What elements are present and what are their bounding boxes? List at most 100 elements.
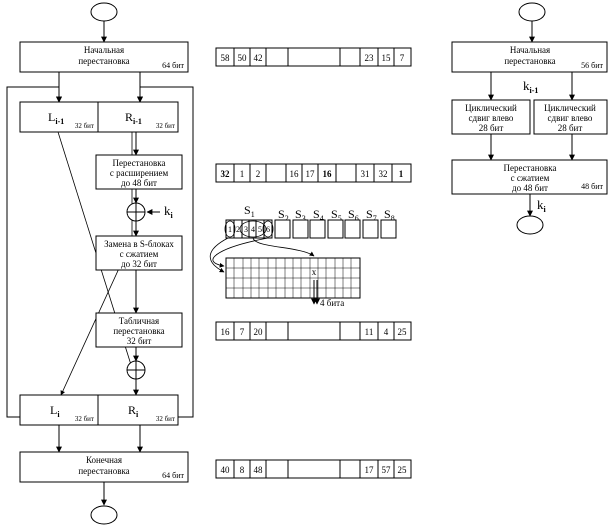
fp-cell: 25 [398,465,408,475]
key-initial-perm-bits: 56 бит [581,61,603,70]
p-cell: 7 [240,327,245,337]
key-initial-permutation-box: Начальная перестановка 56 бит [451,41,608,73]
r-prev-letter: R [125,110,133,124]
sbox-8 [380,219,397,239]
sbox-3 [292,219,309,239]
expansion-line3: до 48 бит [121,178,157,188]
compress-bits: 48 бит [581,182,603,191]
permutation-rows: 58 50 42 23 15 7 32 1 2 1 [209,47,412,479]
r-next-sub: i [136,410,139,419]
e-cell: 1 [399,169,404,179]
shift-b-line2: сдвиг влево [548,113,593,123]
sbox-output-label: 4 бита [320,298,344,308]
e-cell: 31 [361,169,370,179]
shift-a-line3: 28 бит [479,123,504,133]
sbox-label: S8 [384,207,395,223]
sbox-label: S1 [244,203,255,219]
compress-line1: Перестановка [503,163,556,173]
e-cell: 16 [290,169,300,179]
e-cell: 2 [256,169,261,179]
s1-bit: 6 [266,225,270,234]
initial-permutation-line1: Начальная [84,45,124,55]
svg-text:Ri-1: Ri-1 [125,110,142,126]
ip-cell: 15 [382,53,392,63]
shift-b-line1: Циклический [544,103,596,113]
sbox-label: S7 [366,207,377,223]
final-permutation-line1: Конечная [86,455,122,465]
initial-permutation-bits: 64 бит [162,61,184,70]
sbox-label: S4 [313,207,324,223]
col-select-arrow [252,237,315,257]
svg-text:Li-1: Li-1 [48,110,64,126]
sbox-2 [274,219,291,239]
s1-bit: 3 [244,225,248,234]
l-next-letter: L [50,403,57,417]
key-schedule-flow: Начальная перестановка 56 бит ki-1 Цикли… [451,2,608,235]
sbox-sub-line3: до 32 бит [121,259,157,269]
sbox-6 [344,219,361,239]
p-cell: 25 [398,327,408,337]
l-next-block: Li 32 бит [19,394,99,426]
initial-permutation-box: Начальная перестановка 64 бит [19,41,189,73]
ip-cell: 7 [400,53,405,63]
fp-table-row: 40 8 48 17 57 25 [215,459,412,479]
p-cell: 4 [384,327,389,337]
ip-cell: 42 [254,53,263,63]
fp-cell: 40 [221,465,231,475]
fp-cell: 57 [382,465,392,475]
ip-cell: 50 [238,53,248,63]
sbox-label: S5 [331,207,342,223]
compress-line3: до 48 бит [512,183,548,193]
round-key-output-label: ki [537,197,547,214]
table-perm-line2: перестановка [113,326,164,336]
fp-cell: 8 [240,465,245,475]
sbox-substitution-box: Замена в S-блоках с сжатием до 32 бит [95,235,183,271]
svg-text:Li: Li [50,403,60,419]
compress-line2: с сжатием [511,173,550,183]
prev-key-label: ki-1 [523,78,538,95]
s1-bit: 5 [258,225,262,234]
table-mark: x [312,267,317,277]
l-next-bits: 32 бит [75,415,94,423]
table-perm-line1: Табличная [119,316,159,326]
round-key-label: ki [164,203,174,220]
row-select-arrow [209,237,229,273]
shift-a-line2: сдвиг влево [469,113,514,123]
e-cell: 1 [240,169,245,179]
r-prev-sub: i-1 [133,117,142,126]
shift-left-box-c: Циклический сдвиг влево 28 бит [451,99,531,135]
des-round-flow: Начальная перестановка 64 бит Li-1 32 би… [6,2,194,525]
expansion-line2: с расширением [110,168,169,178]
ip-cell: 23 [365,53,375,63]
final-permutation-bits: 64 бит [162,471,184,480]
l-next-sub: i [57,410,60,419]
e-table-row: 32 1 2 16 17 16 31 32 1 [215,163,412,183]
table-permutation-box: Табличная перестановка 32 бит [95,312,183,348]
expansion-line1: Перестановка [112,158,165,168]
sbox-label: S3 [295,207,306,223]
initial-permutation-line2: перестановка [78,56,129,66]
final-permutation-box: Конечная перестановка 64 бит [19,451,189,483]
p-cell: 20 [254,327,264,337]
e-cell: 32 [379,169,388,179]
sbox-sub-line1: Замена в S-блоках [104,239,174,249]
sbox-5 [327,219,344,239]
r-next-bits: 32 бит [156,415,175,423]
sbox-4 [309,219,326,239]
svg-text:Ri: Ri [128,403,139,419]
e-cell: 16 [323,169,333,179]
key-xor-symbol [126,202,146,222]
s1-bit: 2 [236,225,240,234]
row-select-arrow [212,237,269,268]
key-initial-perm-line2: перестановка [504,56,555,66]
e-cell: 17 [306,169,316,179]
end-terminal [90,505,118,525]
r-next-letter: R [128,403,136,417]
p-cell: 16 [221,327,231,337]
l-prev-sub: i-1 [55,117,64,126]
l-xor-symbol [126,360,146,380]
r-next-block: Ri 32 бит [97,394,179,426]
sbox-lookup-table: x [225,257,361,299]
fp-cell: 48 [254,465,264,475]
